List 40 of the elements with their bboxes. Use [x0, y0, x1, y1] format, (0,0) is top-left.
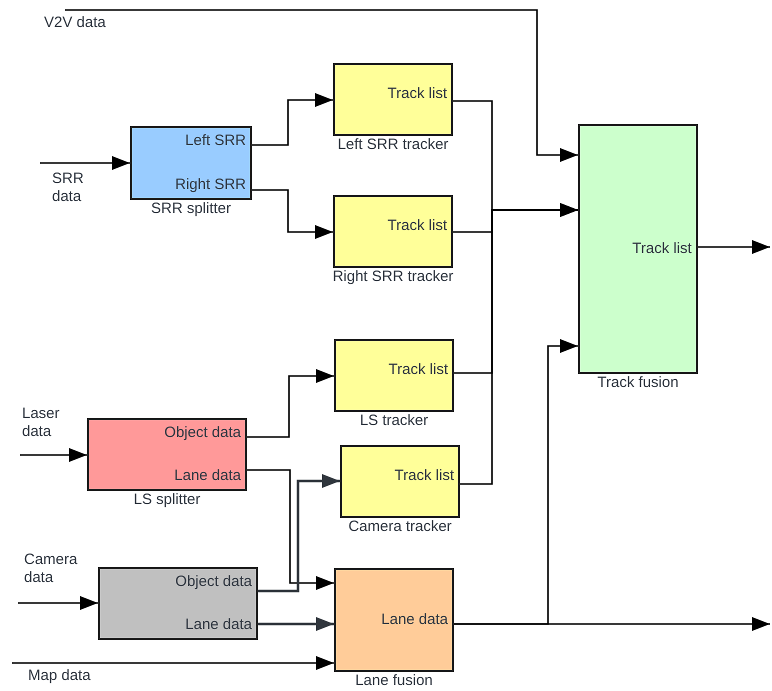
arrow — [258, 617, 334, 631]
node-text: Lane data — [381, 611, 448, 629]
arrow — [454, 617, 770, 631]
arrow — [247, 469, 334, 590]
edge-label: Camera data — [24, 551, 78, 587]
node-caption: SRR splitter — [150, 200, 232, 218]
edge-label: Map data — [28, 667, 91, 685]
node-caption: Camera tracker — [348, 518, 452, 536]
arrow — [252, 93, 333, 146]
node-caption: LS splitter — [134, 491, 200, 509]
node-caption: Left SRR tracker — [338, 136, 448, 154]
arrow — [460, 203, 578, 485]
node-text: Track list — [394, 467, 454, 485]
arrow — [65, 9, 578, 162]
node-text: Object data — [175, 573, 252, 591]
process-box — [98, 567, 258, 640]
node-text: Lane data — [185, 616, 252, 634]
edge-label: V2V data — [44, 14, 106, 32]
node-text: Lane data — [174, 467, 241, 485]
node-text: Track list — [388, 217, 447, 235]
edge-label: Laser data — [22, 405, 61, 441]
arrow — [18, 596, 98, 610]
node-caption: Right SRR tracker — [332, 268, 454, 286]
node-text: Track list — [388, 85, 447, 103]
node-text: Track list — [388, 361, 448, 379]
arrow — [698, 240, 770, 254]
node-text: Track list — [632, 240, 692, 258]
node-text: Object data — [164, 424, 241, 442]
arrow — [12, 656, 334, 670]
arrow — [258, 474, 340, 592]
node-caption: Lane fusion — [355, 672, 433, 690]
node-caption: LS tracker — [360, 412, 428, 430]
node-text: Right SRR — [175, 176, 246, 194]
node-caption: Track fusion — [597, 374, 679, 392]
arrow — [252, 189, 333, 239]
edge-label: SRR data — [52, 170, 85, 206]
arrow — [247, 369, 334, 438]
arrow — [20, 448, 87, 462]
arrow — [40, 156, 130, 170]
node-text: Left SRR — [185, 132, 246, 150]
